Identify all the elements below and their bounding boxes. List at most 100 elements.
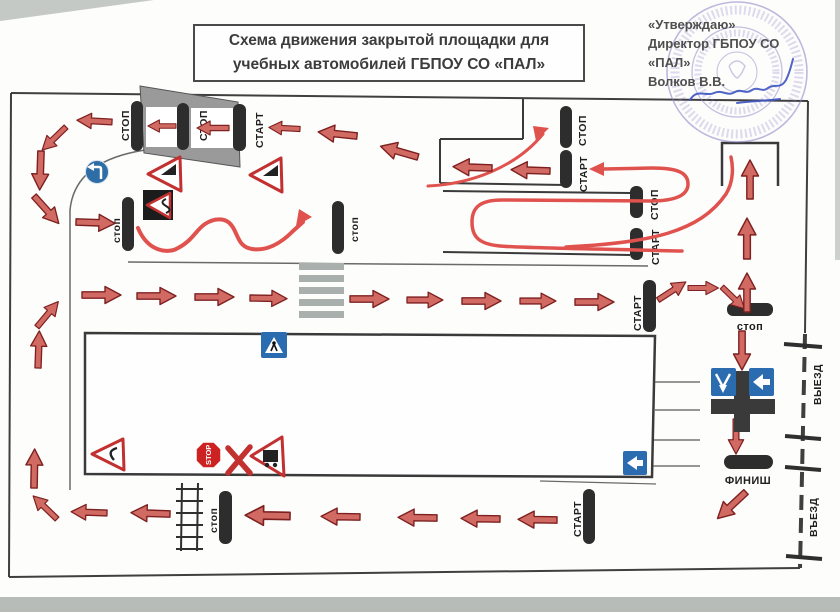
route-arrow — [249, 289, 288, 308]
fence-gate-crossings — [783, 342, 823, 561]
route-arrow — [267, 120, 301, 137]
steep-grade-warning-sign — [248, 156, 284, 194]
steep-grade-warning-sign — [146, 155, 183, 193]
route-curve-arrowheads — [296, 126, 604, 226]
finish-bar — [724, 455, 773, 469]
route-arrow — [244, 504, 291, 527]
start-label: СТАРТ — [572, 501, 584, 537]
stop-bar — [560, 106, 572, 148]
stop-bar — [131, 101, 143, 151]
obstacle-cross — [711, 368, 775, 432]
route-arrow — [377, 137, 422, 166]
dangerous-turn-warning-sign — [90, 437, 126, 472]
route-arrow — [460, 509, 501, 529]
ramp-stop-label: СТОП — [120, 110, 132, 141]
stop-octagon-sign: STOP — [195, 441, 222, 469]
route-arrow — [653, 275, 691, 307]
approval-line4: Волков В.В. — [648, 73, 726, 89]
central-area-rectangle — [83, 331, 700, 479]
railway-crossing-warning-sign — [249, 435, 286, 478]
scheme-title-box: Схема движения закрытой площадки для уче… — [193, 24, 585, 82]
stop-bar — [122, 197, 134, 251]
route-arrow — [687, 280, 719, 296]
uturn-lane-lines — [442, 190, 631, 256]
stop-bar — [332, 201, 344, 254]
scheme-title-line1: Схема движения закрытой площадки для — [228, 31, 550, 49]
route-arrow — [70, 503, 108, 522]
start-bar — [583, 489, 595, 544]
approval-block: «Утверждаю» Директор ГБПОУ СО «ПАЛ» Волк… — [648, 16, 823, 91]
start-bar — [643, 280, 656, 332]
approval-line3: «ПАЛ» — [648, 54, 691, 70]
stop-label: СТОП — [649, 189, 661, 220]
route-arrow — [461, 291, 502, 311]
direction-left-sign — [623, 451, 647, 475]
route-arrow — [30, 296, 65, 333]
route-arrow — [24, 448, 44, 489]
route-arrow — [36, 121, 72, 156]
route-arrow — [737, 217, 757, 260]
approval-line2: Директор ГБПОУ СО — [648, 35, 780, 51]
curvy-road-warning-sign — [143, 190, 173, 220]
garage-gate-outline — [720, 141, 780, 186]
director-signature — [689, 58, 794, 104]
stop-label: стоп — [349, 217, 361, 242]
stop-label: стоп — [737, 321, 763, 333]
route-arrow — [194, 287, 235, 307]
scheme-title-line2: учебных автомобилей ГБПОУ СО «ПАЛ» — [232, 56, 546, 73]
route-arrow — [732, 330, 752, 371]
parking-bay-ticks — [653, 381, 700, 467]
route-arrow — [27, 490, 63, 525]
route-arrow — [75, 111, 114, 131]
route-arrow — [519, 292, 557, 310]
route-arrow — [316, 122, 359, 146]
ramp-start-label: СТАРТ — [254, 112, 266, 148]
stop-label: стоп — [208, 508, 220, 533]
pedestrian-crossing-sign — [261, 332, 287, 358]
route-arrow — [397, 508, 438, 528]
exit-gate-label: ВЫЕЗД — [812, 364, 824, 405]
parking-box-outline — [439, 99, 567, 186]
route-arrow — [740, 159, 760, 200]
route-arrow — [81, 285, 122, 305]
detour-sign-right — [749, 368, 774, 396]
round-stamp — [666, 1, 808, 143]
route-arrow — [517, 510, 558, 530]
stop-sign-text: STOP — [204, 445, 213, 465]
start-bar — [560, 150, 572, 188]
route-arrow — [136, 286, 177, 306]
parking-route-curve — [426, 132, 545, 188]
railway-track — [176, 482, 203, 552]
mandatory-left-turn-sign — [85, 160, 109, 184]
pedestrian-crossing-zebra — [299, 263, 344, 318]
start-label: СТАРТ — [632, 295, 644, 331]
garage-route-curve — [564, 155, 735, 249]
route-arrow — [130, 503, 171, 524]
start-bar — [630, 228, 643, 260]
start-label: СТАРТ — [578, 156, 590, 192]
stop-bar — [233, 104, 246, 151]
detour-sign-left — [711, 368, 736, 396]
stop-bar — [219, 491, 232, 544]
route-arrow — [320, 507, 361, 527]
route-arrow — [406, 291, 444, 309]
stop-start-bars: стоп стоп СТОП СТАРТ СТОП СТАРТ СТАРТ ст… — [111, 106, 773, 544]
approval-line1: «Утверждаю» — [648, 17, 736, 32]
ramp-overpass: СТОП СТОП СТАРТ — [120, 85, 266, 168]
railway-cross-sign — [225, 444, 253, 476]
finish-label: ФИНИШ — [725, 475, 771, 487]
route-arrow — [30, 150, 51, 191]
route-arrow — [29, 330, 49, 369]
route-arrow — [27, 189, 66, 230]
route-arrow — [75, 212, 116, 233]
uturn-route-curve — [470, 166, 690, 253]
snake-route-curve — [136, 217, 305, 253]
entrance-gate-label: ВЪЕЗД — [808, 498, 820, 537]
route-curves — [136, 132, 735, 253]
route-arrow — [710, 485, 753, 526]
route-arrow — [574, 292, 615, 312]
stop-label: СТОП — [577, 115, 589, 146]
stop-bar — [177, 103, 189, 150]
